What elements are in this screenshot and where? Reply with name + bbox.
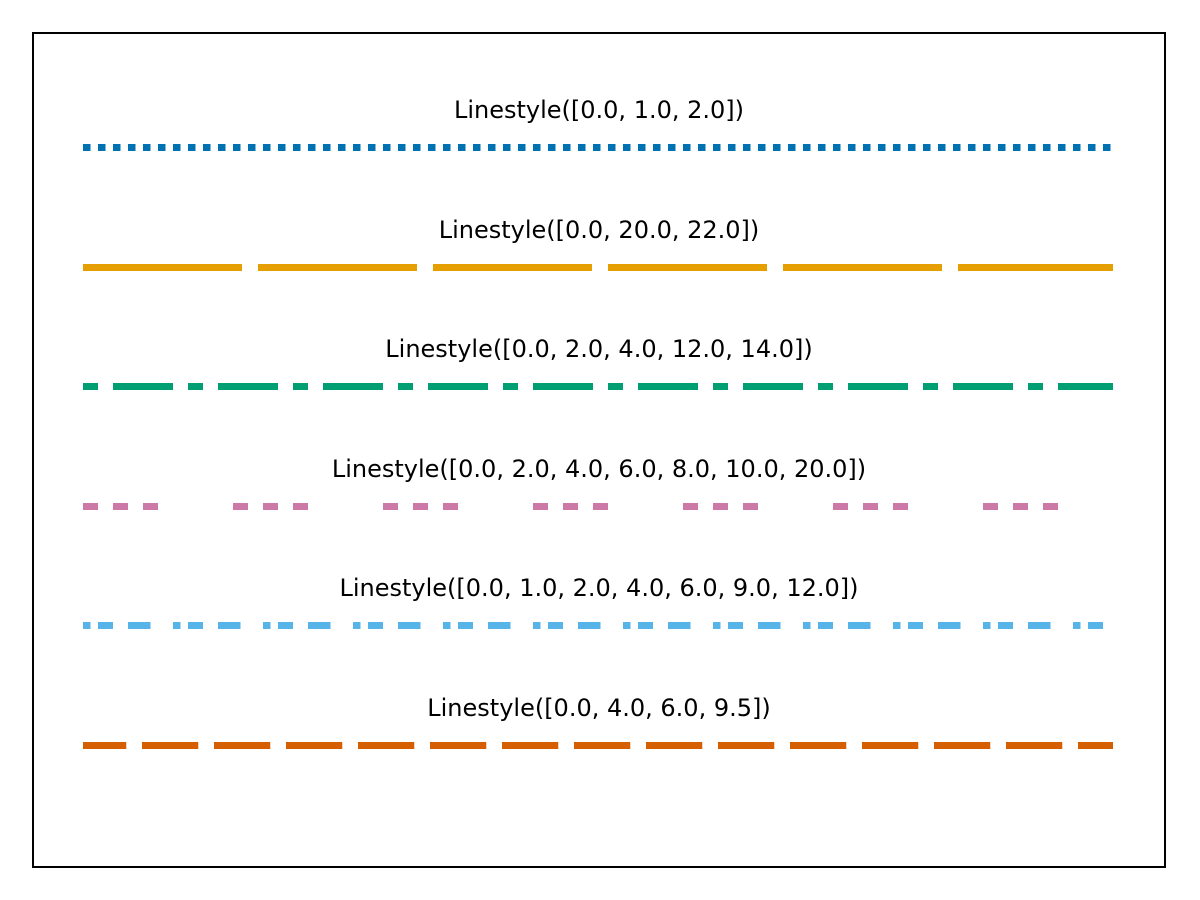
linestyle-line: [83, 383, 1113, 390]
linestyle-label: Linestyle([0.0, 20.0, 22.0]): [438, 215, 760, 244]
linestyle-label: Linestyle([0.0, 4.0, 6.0, 9.5]): [427, 693, 771, 722]
axes-frame: [32, 32, 1166, 868]
linestyle-line: [83, 741, 1113, 749]
linestyle-label: Linestyle([0.0, 1.0, 2.0]): [453, 96, 745, 124]
linestyle-line: [83, 263, 1113, 271]
linestyle-line: [83, 144, 1113, 151]
linestyle-label: Linestyle([0.0, 2.0, 4.0, 6.0, 8.0, 10.0…: [331, 454, 867, 483]
linestyle-line: [83, 502, 1113, 510]
linestyle-label: Linestyle([0.0, 2.0, 4.0, 12.0, 14.0]): [385, 335, 813, 363]
linestyle-line: [83, 622, 1113, 629]
linestyle-label: Linestyle([0.0, 1.0, 2.0, 4.0, 6.0, 9.0,…: [339, 574, 859, 602]
